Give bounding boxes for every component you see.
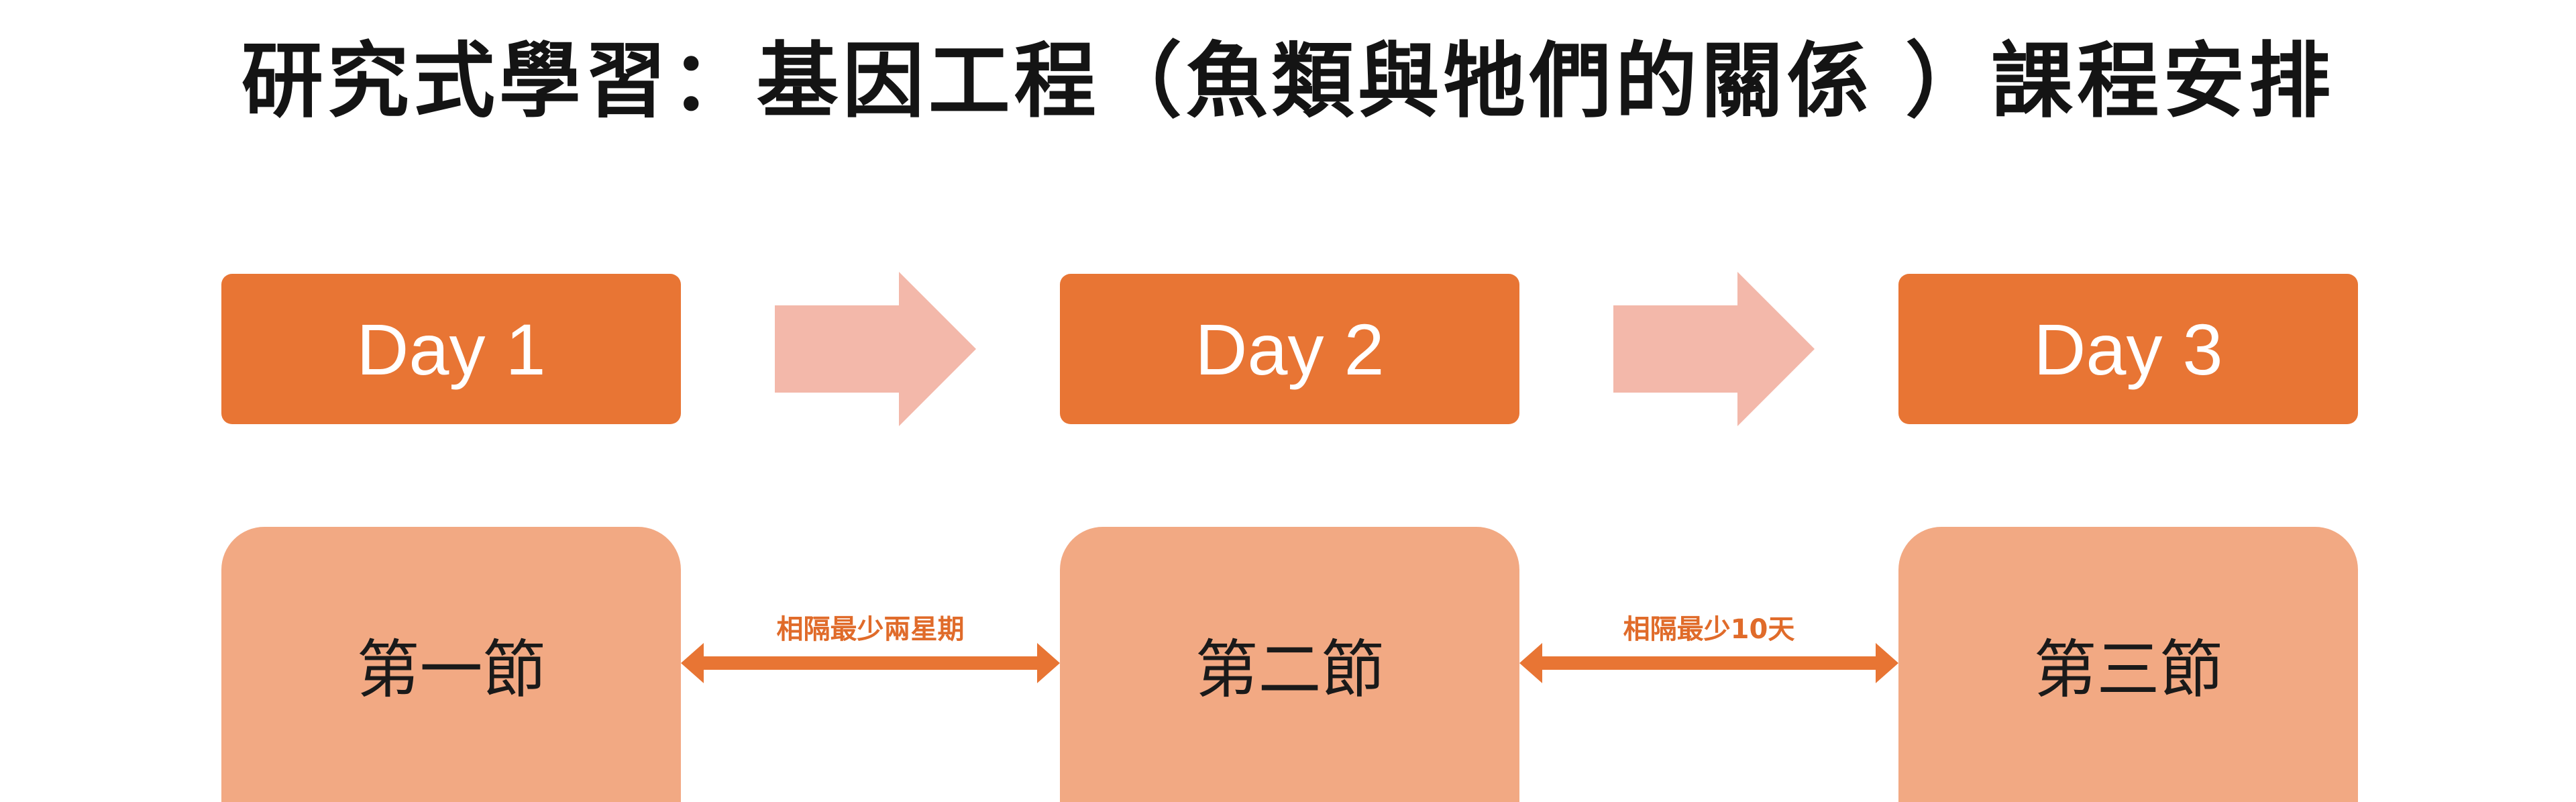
right-arrow-icon — [775, 272, 976, 426]
double-headed-arrow-icon — [1519, 643, 1898, 683]
gap-label-1: 相隔最少兩星期 — [776, 614, 965, 645]
day-2-box: Day 2 — [1060, 274, 1519, 424]
day-3-box: Day 3 — [1898, 274, 2358, 424]
gap-label-2: 相隔最少10天 — [1623, 614, 1795, 645]
double-headed-arrow-icon — [681, 643, 1060, 683]
day-1-box: Day 1 — [221, 274, 681, 424]
session-2-box: 第二節 — [1060, 527, 1519, 802]
session-3-box: 第三節 — [1898, 527, 2358, 802]
page-title: 研究式學習：基因工程（魚類與牠們的關係 ）課程安排 — [241, 34, 2335, 129]
right-arrow-icon — [1613, 272, 1815, 426]
session-1-box: 第一節 — [221, 527, 681, 802]
